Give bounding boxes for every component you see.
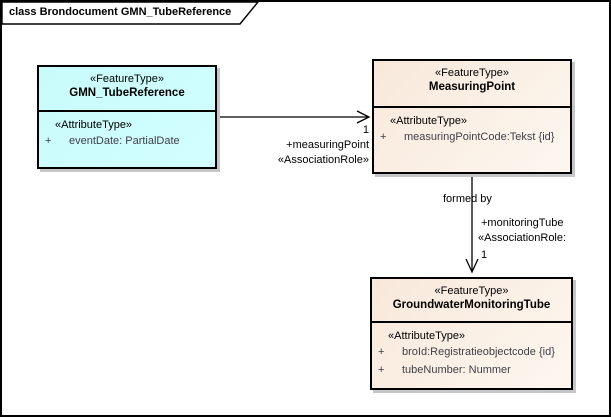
attribute-row: + measuringPointCode:Tekst {id}	[374, 130, 570, 145]
class-stereotype: «FeatureType»	[90, 73, 164, 85]
attribute-text: tubeNumber: Nummer	[402, 364, 511, 376]
diagram-frame-tab	[2, 2, 259, 25]
attribute-text: measuringPointCode:Tekst {id}	[404, 131, 555, 143]
role-stereotype-label: «AssociationRole»	[277, 154, 369, 166]
multiplicity-label: 1	[481, 249, 488, 261]
class-box-groundwatermonitoringtube[interactable]: «FeatureType» GroundwaterMonitoringTube …	[370, 277, 573, 390]
association-line-measuring-point	[216, 110, 371, 124]
role-label: +monitoringTube	[481, 217, 564, 229]
multiplicity-label: 1	[362, 124, 369, 136]
class-name: GMN_TubeReference	[69, 87, 185, 99]
class-box-measuringpoint[interactable]: «FeatureType» MeasuringPoint «AttributeT…	[372, 59, 572, 174]
visibility-symbol: +	[380, 131, 387, 143]
attribute-row: + tubeNumber: Nummer	[372, 363, 571, 378]
attribute-stereotype: «AttributeType»	[390, 115, 468, 127]
class-box-gmn-tubereference[interactable]: «FeatureType» GMN_TubeReference «Attribu…	[37, 65, 217, 169]
visibility-symbol: +	[378, 364, 385, 376]
class-stereotype: «FeatureType»	[434, 285, 509, 297]
role-stereotype-label: «AssociationRole:	[478, 232, 567, 244]
open-arrowhead-icon	[465, 258, 479, 274]
role-label: +measuringPoint	[286, 139, 369, 151]
attribute-stereotype: «AttributeType»	[55, 119, 133, 131]
class-stereotype: «FeatureType»	[435, 67, 509, 79]
attribute-row: + broId:Registratieobjectcode {id}	[372, 345, 571, 360]
visibility-symbol: +	[378, 346, 385, 358]
open-arrowhead-icon	[356, 110, 371, 124]
attribute-text: broId:Registratieobjectcode {id}	[402, 346, 555, 358]
association-line-monitoring-tube	[465, 173, 479, 274]
class-name: MeasuringPoint	[428, 81, 516, 93]
visibility-symbol: +	[45, 135, 52, 147]
attribute-row: + eventDate: PartialDate	[39, 134, 215, 149]
association-name-label: formed by	[443, 193, 492, 205]
attribute-stereotype: «AttributeType»	[388, 330, 466, 342]
association-labels-measuring-point: 1 +measuringPoint «AssociationRole»	[202, 123, 369, 168]
class-name: GroundwaterMonitoringTube	[392, 299, 551, 311]
attribute-text: eventDate: PartialDate	[69, 135, 180, 147]
diagram-title: class Brondocument GMN_TubeReference	[9, 6, 232, 18]
